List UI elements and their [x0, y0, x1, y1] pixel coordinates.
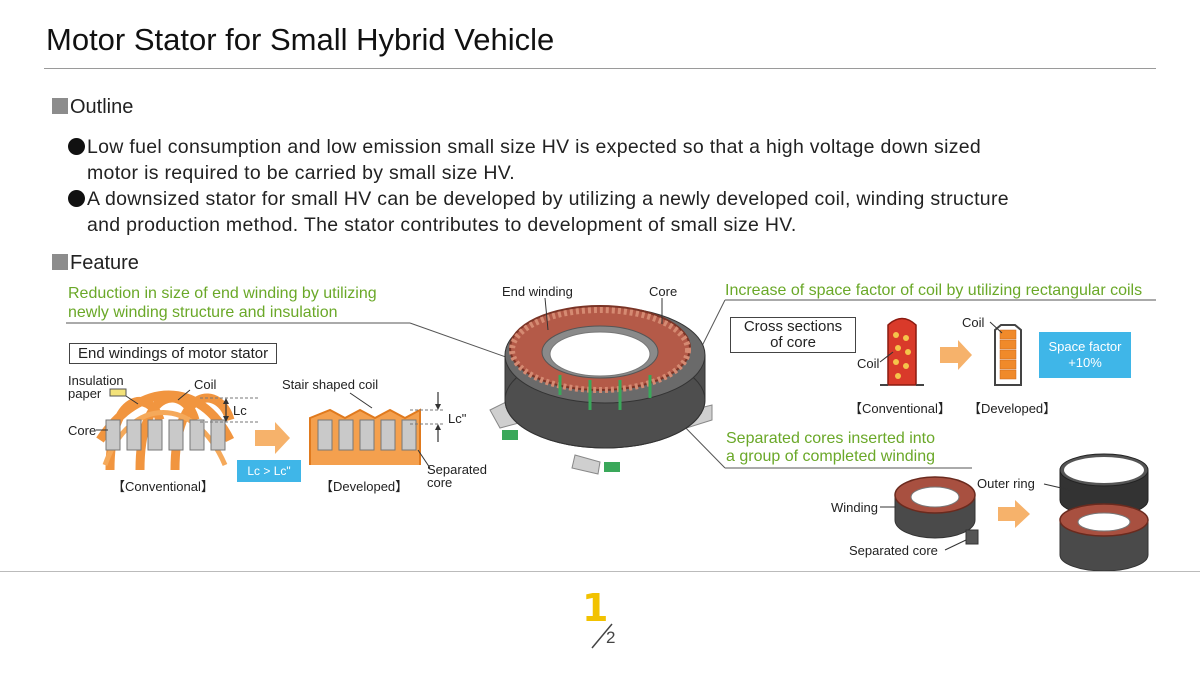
left-caption-line-1: Reduction in size of end winding by util…	[68, 285, 377, 302]
left-caption-line-2: newly winding structure and insulation	[68, 304, 338, 321]
bullet-1-line-2: motor is required to be carried by small…	[87, 162, 515, 184]
coil-label-left: Coil	[194, 377, 217, 392]
space-factor-line-2: +10%	[1068, 355, 1102, 370]
core-label-center: Core	[649, 284, 678, 299]
cross-sections-box: Cross sections of core	[730, 317, 856, 353]
separated-core-label-bottom: Separated core	[849, 543, 938, 558]
left-compare-arrow-icon	[255, 422, 290, 454]
cross-section-arrow-icon	[940, 340, 972, 370]
conventional-coil-loops	[96, 390, 235, 471]
left-caption-leader	[409, 322, 521, 363]
bullet-2-line-1: A downsized stator for small HV can be d…	[87, 188, 1009, 210]
bottom-caption-line-2: a group of completed winding	[726, 448, 936, 465]
insulation-paper-icon	[109, 388, 127, 397]
lc-label: Lc	[233, 403, 247, 418]
space-factor-line-1: Space factor	[1048, 339, 1122, 354]
cross-sections-line-1: Cross sections	[743, 318, 843, 335]
outline-heading-text: Outline	[70, 96, 134, 118]
core-label-left: Core	[68, 423, 97, 438]
developed-label-right: 【Developed】	[968, 401, 1057, 416]
stator-illustration	[489, 297, 713, 475]
title-divider	[44, 68, 1156, 69]
lc-prime-label: Lc"	[448, 411, 467, 426]
assembly-arrow-icon	[998, 500, 1030, 528]
developed-winding-diagram	[309, 392, 445, 469]
page-total: 2	[606, 628, 616, 647]
developed-core-teeth	[317, 419, 417, 451]
separated-core-label-1: Separated	[427, 462, 487, 477]
stair-coil-label: Stair shaped coil	[282, 377, 379, 392]
bottom-caption-line-1: Separated cores inserted into	[726, 430, 936, 447]
conventional-cross-section	[887, 317, 917, 386]
bullet-dot-icon	[68, 190, 85, 207]
feature-heading: Feature	[52, 252, 139, 275]
outline-heading: Outline	[52, 96, 133, 119]
bullet-2-line-2: and production method. The stator contri…	[87, 214, 797, 236]
conventional-label-right: 【Conventional】	[849, 401, 951, 416]
right-caption: Increase of space factor of coil by util…	[725, 282, 1143, 299]
square-bullet-icon	[52, 98, 68, 114]
cross-sections-line-2: of core	[770, 334, 816, 351]
winding-label: Winding	[831, 500, 878, 515]
end-windings-box: End windings of motor stator	[69, 343, 278, 364]
conventional-label-left: 【Conventional】	[112, 479, 214, 494]
separated-core-label-2: core	[427, 475, 453, 490]
feature-heading-text: Feature	[70, 252, 139, 274]
lc-compare-badge: Lc > Lc"	[237, 460, 301, 482]
assembly-illustration	[880, 453, 1149, 572]
coil-label-developed: Coil	[962, 315, 985, 330]
conventional-core-teeth	[105, 419, 226, 451]
coil-label-conventional: Coil	[857, 356, 880, 371]
conventional-coil-inner	[102, 410, 228, 466]
page-current: 1	[582, 586, 609, 630]
insulation-paper-label-2: paper	[68, 386, 102, 401]
end-winding-label: End winding	[502, 284, 573, 299]
separated-core-piece	[965, 529, 979, 545]
page-title: Motor Stator for Small Hybrid Vehicle	[46, 22, 555, 57]
footer-divider	[0, 571, 1200, 572]
bullet-dot-icon	[68, 138, 85, 155]
coil-cross-sections	[879, 317, 1022, 386]
developed-label-left: 【Developed】	[320, 479, 409, 494]
bullet-1-line-1: Low fuel consumption and low emission sm…	[87, 136, 982, 158]
square-bullet-icon	[52, 254, 68, 270]
outline-bullet-1: Low fuel consumption and low emission sm…	[68, 134, 1158, 186]
conventional-winding-diagram	[96, 388, 260, 471]
space-factor-badge: Space factor +10%	[1039, 332, 1131, 378]
outline-bullet-2: A downsized stator for small HV can be d…	[68, 186, 1158, 238]
insulation-paper-label-1: Insulation	[68, 373, 124, 388]
page-slash	[591, 623, 613, 649]
outer-ring-label: Outer ring	[977, 476, 1035, 491]
